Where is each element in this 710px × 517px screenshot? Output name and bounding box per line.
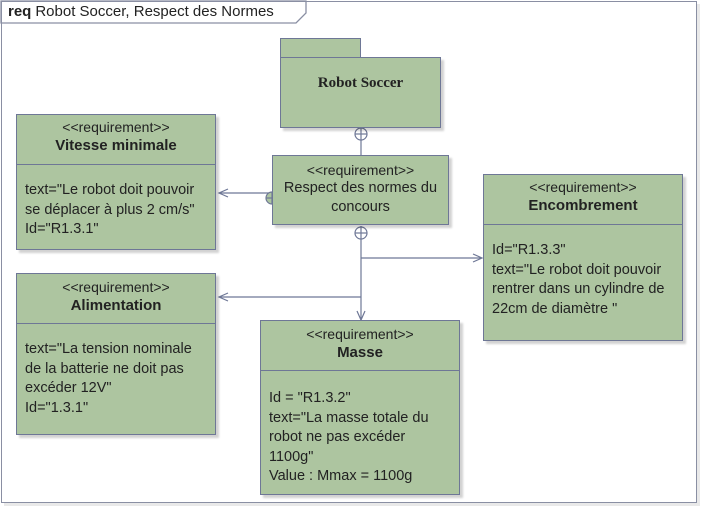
- frame-title: Robot Soccer, Respect des Normes: [35, 3, 274, 20]
- requirement-text-line: 22cm de diamètre ": [492, 300, 618, 317]
- requirement-body: text="La tension nominale de la batterie…: [25, 340, 211, 418]
- requirement-text-line: 1100g": [269, 448, 314, 465]
- requirement-name: Vitesse minimale: [55, 137, 177, 154]
- requirement-name: Alimentation: [70, 297, 162, 314]
- requirement-text-line: text="La masse totale du: [269, 409, 429, 426]
- containment-anchor-children: [354, 226, 368, 240]
- requirement-text-line: text="Le robot doit pouvoir: [492, 261, 662, 278]
- requirement-alimentation[interactable]: <<requirement>> Alimentation text="La te…: [16, 273, 216, 435]
- requirement-masse[interactable]: <<requirement>> Masse Id = "R1.3.2" text…: [260, 320, 460, 495]
- requirement-text-line: excéder 12V": [25, 380, 112, 396]
- requirement-body: text="Le robot doit pouvoir se déplacer …: [25, 181, 211, 240]
- requirement-text-line: Respect des normes du: [283, 180, 438, 196]
- compartment-divider: [17, 164, 215, 165]
- requirement-text-line: Id = "R1.3.2": [269, 390, 351, 406]
- requirement-stereotype: <<requirement>>: [62, 279, 170, 295]
- requirement-text-line: rentrer dans un cylindre de: [492, 281, 665, 297]
- package-tab: [280, 38, 361, 58]
- compartment-divider: [17, 323, 215, 324]
- arrowhead-alimentation: [217, 292, 229, 302]
- requirement-stereotype: <<requirement>>: [62, 119, 170, 135]
- requirement-text-line: se déplacer à plus 2 cm/s": [25, 201, 195, 218]
- compartment-divider: [261, 370, 459, 371]
- requirement-text-line: Value : Mmax = 1100g: [269, 468, 413, 484]
- requirement-text-line: Id="R1.3.3": [492, 242, 566, 258]
- requirement-encombrement[interactable]: <<requirement>> Encombrement Id="R1.3.3"…: [483, 174, 683, 341]
- requirement-body: Id = "R1.3.2" text="La masse totale du r…: [269, 389, 455, 487]
- requirement-vitesse-minimale[interactable]: <<requirement>> Vitesse minimale text="L…: [16, 114, 216, 250]
- requirement-text-line: Id="R1.3.1": [25, 221, 99, 237]
- requirement-text-line: de la batterie ne doit pas: [25, 360, 184, 377]
- requirement-text-line: text="Le robot doit pouvoir: [25, 182, 195, 198]
- requirement-text-line: text="La tension nominale: [25, 341, 192, 357]
- frame-keyword: req: [8, 3, 32, 20]
- requirement-name: Masse: [337, 344, 383, 361]
- requirement-text-line: concours: [331, 199, 390, 215]
- diagram-frame: [1, 1, 697, 503]
- compartment-divider: [484, 224, 682, 225]
- requirement-body: Id="R1.3.3" text="Le robot doit pouvoir …: [492, 241, 678, 319]
- arrowhead-encombrement: [472, 253, 484, 263]
- package-robot-soccer[interactable]: Robot Soccer: [280, 57, 441, 128]
- requirement-text-line: Id="1.3.1": [25, 399, 89, 416]
- arrowhead-vitesse: [217, 188, 229, 198]
- containment-anchor-package: [354, 127, 368, 141]
- requirement-name: Encombrement: [528, 197, 638, 214]
- package-name: Robot Soccer: [317, 75, 404, 91]
- requirement-stereotype: <<requirement>>: [306, 162, 415, 178]
- requirement-text-line: robot ne pas excéder: [269, 429, 406, 445]
- requirement-stereotype: <<requirement>>: [529, 179, 637, 195]
- requirement-respect-des-normes[interactable]: <<requirement>> Respect des normes du co…: [272, 155, 449, 225]
- requirement-stereotype: <<requirement>>: [306, 326, 414, 342]
